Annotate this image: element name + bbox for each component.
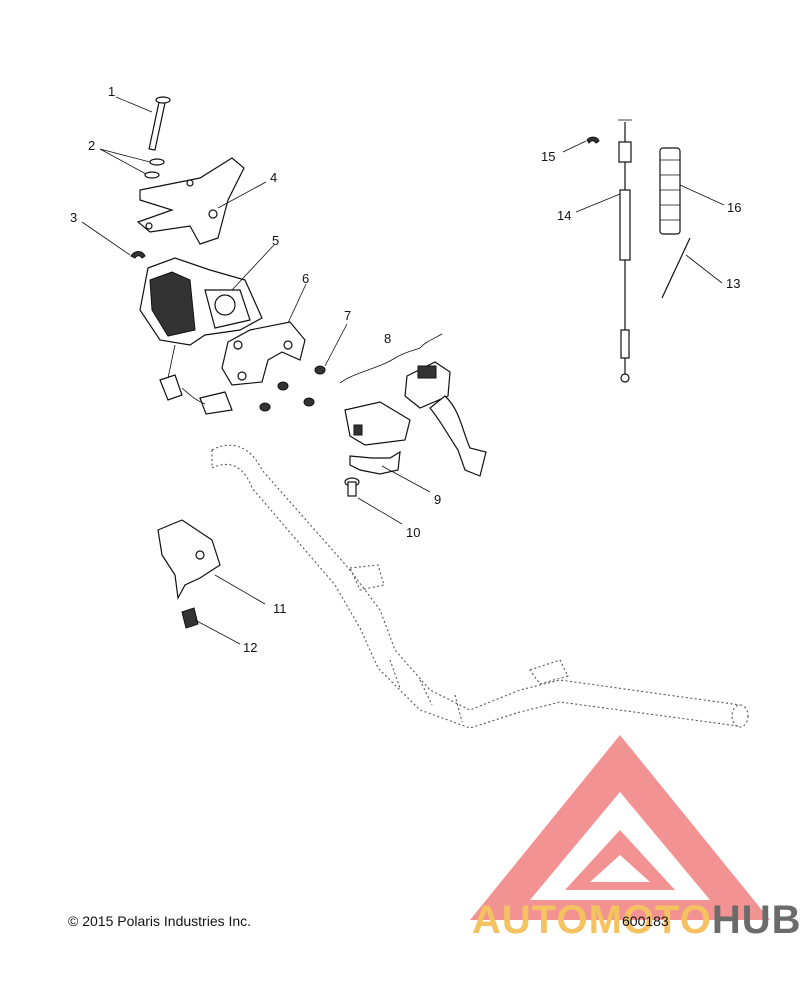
callout-16: 16 [727, 200, 741, 215]
callout-labels: 1 2 3 4 5 6 7 8 9 10 11 12 13 14 15 16 [70, 84, 741, 655]
callout-14: 14 [557, 208, 571, 223]
callout-2: 2 [88, 138, 95, 153]
callout-6: 6 [302, 271, 309, 286]
part-clamp-plate [221, 321, 306, 386]
part-pin [148, 96, 171, 151]
callout-13: 13 [726, 276, 740, 291]
leader-lines [81, 96, 725, 645]
callout-4: 4 [270, 170, 277, 185]
part-cable [618, 119, 632, 383]
part-clip [130, 251, 146, 259]
watermark-hub: HUB [711, 898, 800, 942]
watermark-moto: MOTO [588, 898, 712, 942]
part-bolt [344, 477, 360, 497]
watermark-triangle-icon [470, 735, 770, 920]
part-set-screw [181, 607, 199, 629]
figure-number: 600183 [622, 913, 669, 929]
callout-1: 1 [108, 84, 115, 99]
watermark-auto: AUTO [472, 898, 589, 942]
watermark-text: AUTOMOTOHUB [472, 898, 800, 943]
callout-11: 11 [273, 601, 287, 616]
part-bracket [136, 157, 245, 245]
copyright-notice: © 2015 Polaris Industries Inc. [68, 913, 252, 929]
part-mount-clamp [157, 519, 221, 600]
callout-9: 9 [434, 492, 441, 507]
callout-7: 7 [344, 308, 351, 323]
part-screws [259, 365, 326, 412]
part-rod [661, 237, 691, 299]
handlebar-outline [211, 444, 749, 729]
callout-8: 8 [384, 331, 391, 346]
callout-15: 15 [541, 149, 555, 164]
part-switch-housing [139, 257, 263, 415]
callout-10: 10 [406, 525, 420, 540]
callout-5: 5 [272, 233, 279, 248]
part-switch-assembly [339, 333, 487, 477]
callout-3: 3 [70, 210, 77, 225]
callout-12: 12 [243, 640, 257, 655]
watermark-logo [470, 735, 770, 920]
part-small-clip [586, 136, 600, 144]
part-grip-tube [659, 147, 681, 235]
